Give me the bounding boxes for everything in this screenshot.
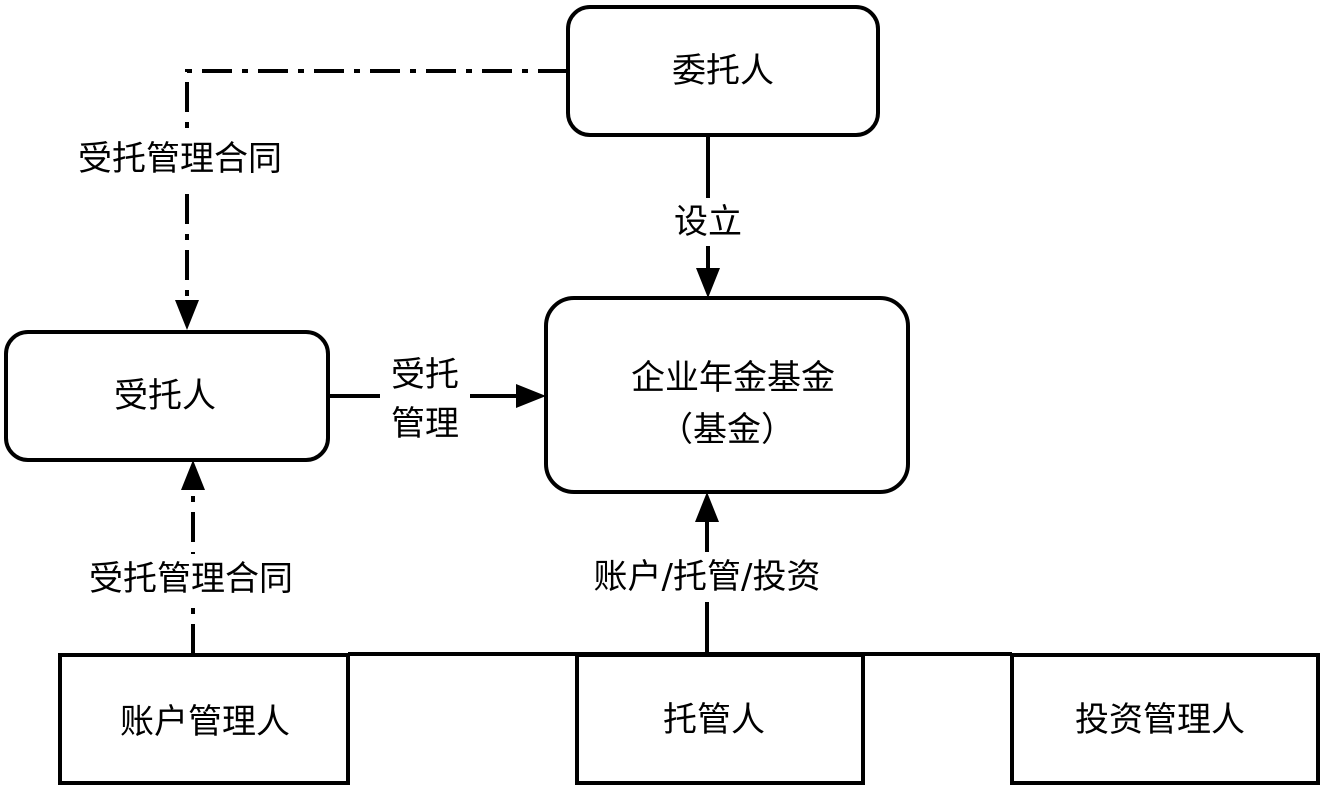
investment-manager-label: 投资管理人 bbox=[1075, 700, 1245, 740]
arrowhead-to-fund-bottom bbox=[695, 492, 719, 522]
trustee-label: 受托人 bbox=[114, 376, 216, 416]
label-establish: 设立 bbox=[674, 202, 742, 242]
arrowhead-to-fund-left bbox=[516, 384, 546, 408]
label-trust-management-line2: 管理 bbox=[391, 404, 459, 444]
arrowhead-to-fund-top bbox=[696, 268, 720, 298]
node-entrustor: 委托人 bbox=[566, 5, 880, 137]
entrustor-label: 委托人 bbox=[672, 51, 774, 91]
arrowhead-to-trustee-bottom bbox=[181, 460, 205, 490]
node-fund: 企业年金基金 （基金） bbox=[544, 296, 910, 494]
fund-label-line2: （基金） bbox=[659, 410, 795, 450]
label-services: 账户/托管/投资 bbox=[594, 557, 821, 597]
account-manager-label: 账户管理人 bbox=[120, 702, 290, 742]
node-account-manager: 账户管理人 bbox=[58, 653, 350, 785]
label-trust-management-line1: 受托 bbox=[391, 355, 459, 395]
label-contract-bottom: 受托管理合同 bbox=[89, 559, 293, 599]
node-trustee: 受托人 bbox=[4, 330, 330, 462]
label-contract-top: 受托管理合同 bbox=[78, 139, 282, 179]
fund-label-line1: 企业年金基金 bbox=[631, 358, 835, 398]
arrowhead-to-trustee-top bbox=[175, 300, 199, 330]
node-custodian: 托管人 bbox=[575, 653, 865, 785]
connector-entrustor-to-trustee bbox=[185, 69, 568, 308]
custodian-label: 托管人 bbox=[663, 700, 765, 740]
node-investment-manager: 投资管理人 bbox=[1010, 653, 1320, 785]
